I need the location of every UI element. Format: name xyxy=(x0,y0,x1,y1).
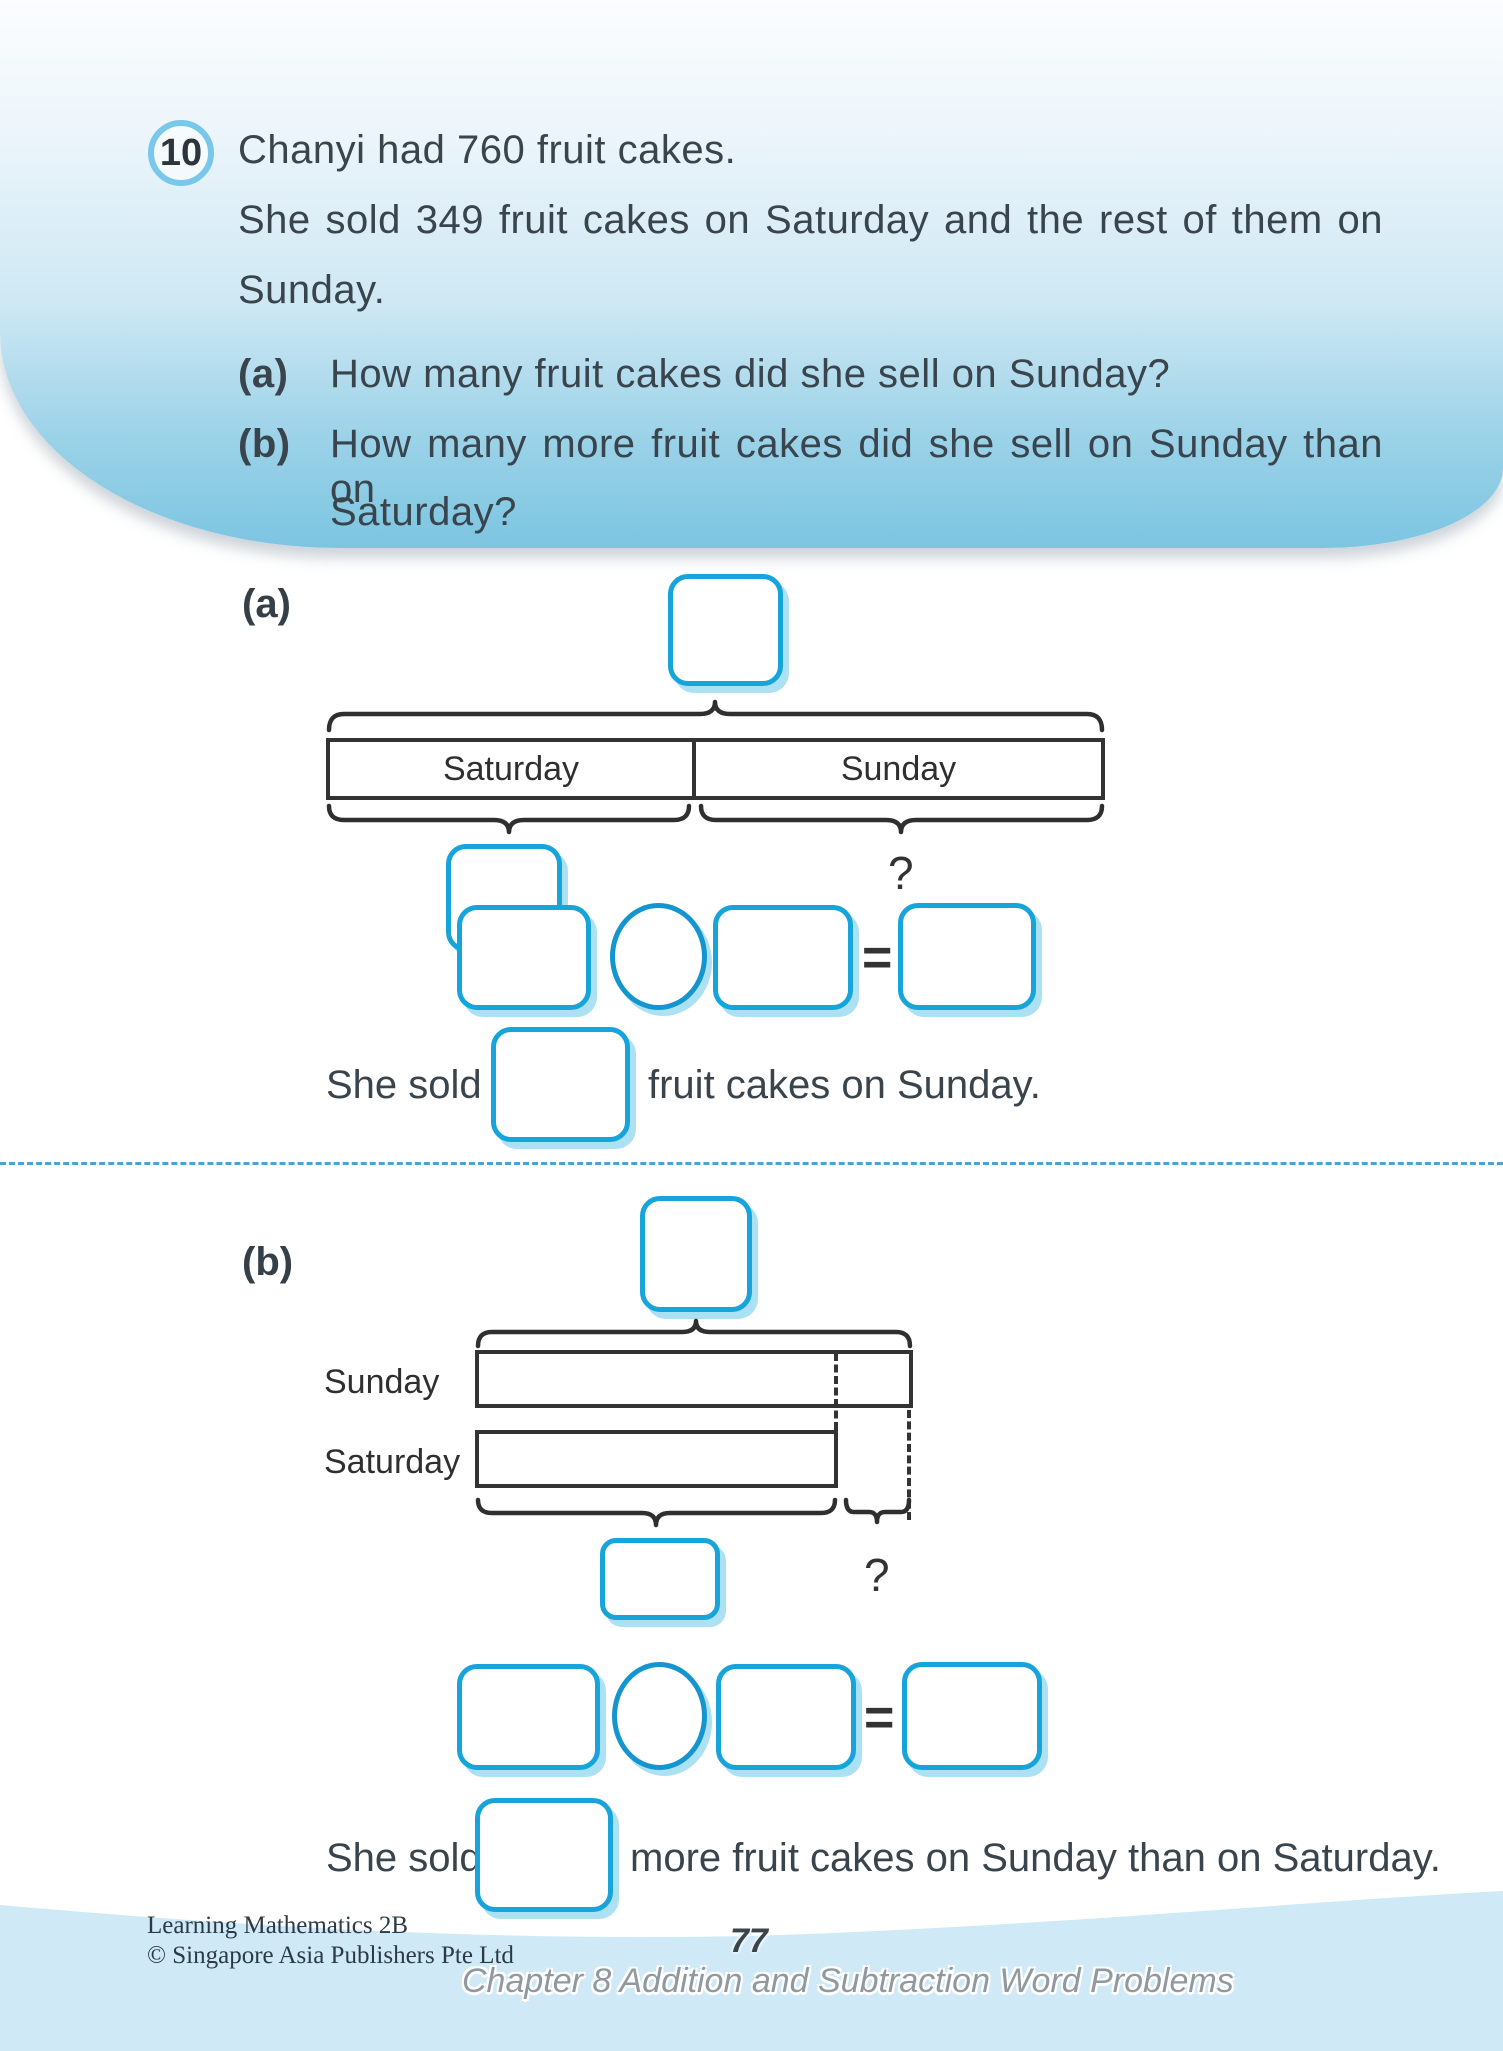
part-b-difference-brace xyxy=(843,1497,912,1525)
part-a-total-brace xyxy=(326,699,1105,733)
part-a-label: (a) xyxy=(242,582,291,626)
part-a-sentence-answer-box[interactable] xyxy=(491,1027,630,1142)
part-b-question-mark: ? xyxy=(864,1549,890,1601)
problem-number-badge: 10 xyxy=(148,120,214,186)
part-b-equation-operand2-box[interactable] xyxy=(716,1664,856,1770)
part-a-equation-result-box[interactable] xyxy=(898,903,1036,1010)
part-a-saturday-brace xyxy=(326,803,692,835)
problem-line-3: Sunday. xyxy=(238,268,386,312)
problem-number: 10 xyxy=(159,131,203,174)
question-a-label: (a) xyxy=(238,352,289,396)
part-b-saturday-brace xyxy=(475,1497,838,1528)
problem-header-background xyxy=(0,0,1503,548)
part-b-equation-result-box[interactable] xyxy=(902,1662,1042,1770)
part-b-sentence-answer-box[interactable] xyxy=(475,1798,613,1912)
part-a-saturday-label: Saturday xyxy=(442,749,580,788)
section-divider xyxy=(0,1162,1503,1165)
question-b-label: (b) xyxy=(238,422,291,466)
part-a-question-mark: ? xyxy=(888,847,914,899)
part-b-dashed-edge-line xyxy=(907,1410,911,1520)
part-a-sunday-label: Sunday xyxy=(840,749,957,788)
part-a-equals-sign: = xyxy=(862,929,893,987)
question-a-text: How many fruit cakes did she sell on Sun… xyxy=(330,352,1171,396)
part-b-saturday-bar xyxy=(475,1430,838,1488)
part-b-answer-suffix: more fruit cakes on Sunday than on Satur… xyxy=(630,1836,1441,1880)
part-b-total-brace xyxy=(475,1318,913,1349)
footer-page-number: 77 xyxy=(730,1922,768,1960)
part-b-saturday-answer-box[interactable] xyxy=(600,1538,720,1620)
part-a-answer-prefix: She sold xyxy=(326,1063,482,1107)
part-a-bar-sunday-cell: Sunday xyxy=(696,742,1101,796)
part-a-bar-saturday-cell: Saturday xyxy=(330,742,696,796)
part-a-total-answer-box[interactable] xyxy=(668,574,783,686)
part-b-equals-sign: = xyxy=(864,1689,895,1747)
part-a-operator-circle[interactable] xyxy=(610,903,707,1010)
part-b-sunday-bar xyxy=(475,1350,913,1408)
problem-line-1: Chanyi had 760 fruit cakes. xyxy=(238,128,737,172)
footer-chapter-title: Chapter 8 Addition and Subtraction Word … xyxy=(462,1962,1234,2000)
question-b-text-line1: How many more fruit cakes did she sell o… xyxy=(330,422,1383,511)
part-b-operator-circle[interactable] xyxy=(612,1662,707,1770)
question-b-text-line2: Saturday? xyxy=(330,490,517,534)
part-b-equation-operand1-box[interactable] xyxy=(457,1664,600,1770)
part-b-saturday-label: Saturday xyxy=(324,1443,461,1481)
problem-line-2: She sold 349 fruit cakes on Saturday and… xyxy=(238,198,1383,242)
part-a-answer-suffix: fruit cakes on Sunday. xyxy=(648,1063,1041,1107)
part-b-answer-prefix: She sold xyxy=(326,1836,482,1880)
part-a-equation-operand2-box[interactable] xyxy=(713,905,853,1010)
part-b-label: (b) xyxy=(242,1240,294,1284)
footer-wave-background xyxy=(0,1891,1503,2051)
part-b-dashed-split-line xyxy=(834,1353,838,1430)
part-b-sunday-label: Sunday xyxy=(324,1363,440,1401)
part-a-sunday-brace xyxy=(698,803,1105,835)
part-a-equation-operand1-box[interactable] xyxy=(457,905,591,1010)
part-b-total-answer-box[interactable] xyxy=(640,1196,752,1312)
footer-copyright: © Singapore Asia Publishers Pte Ltd xyxy=(147,1942,514,1969)
part-a-bar-model: Saturday Sunday xyxy=(326,738,1105,800)
footer-book-title: Learning Mathematics 2B xyxy=(147,1912,409,1939)
